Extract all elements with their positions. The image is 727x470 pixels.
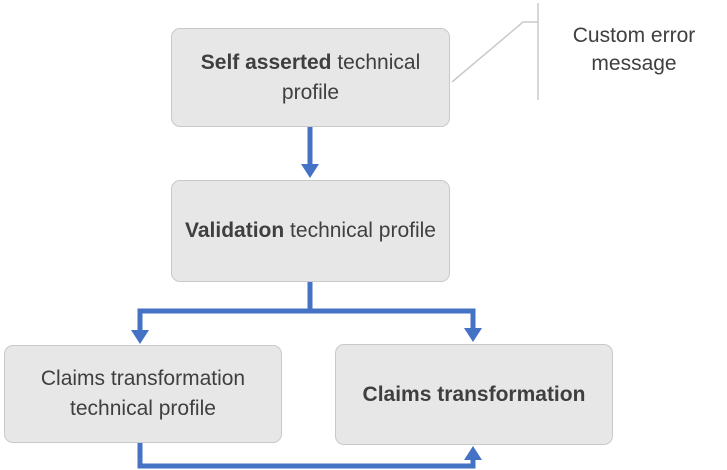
node-claims-transformation-technical-profile: Claims transformation technical profile [4, 345, 282, 443]
arrow-to-claims-tp-head [131, 330, 149, 344]
arrow-claims-tp-to-claims-head [464, 446, 482, 460]
connector-validation-split [137, 308, 476, 332]
callout-leader-line [451, 21, 538, 83]
node-label: Validation technical profile [185, 216, 436, 246]
node-label: Claims transformation technical profile [18, 364, 268, 424]
node-label-bold: Claims transformation [362, 382, 586, 406]
arrow-self-to-validation-head [301, 164, 319, 178]
arrow-to-claims-head [464, 328, 482, 342]
node-label-rest: Claims transformation technical profile [40, 367, 246, 420]
node-claims-transformation: Claims transformation [335, 344, 613, 445]
node-label: Self asserted technical profile [185, 48, 436, 108]
node-label-rest: technical profile [281, 50, 421, 104]
node-label-bold: Validation [185, 219, 285, 242]
node-validation-technical-profile: Validation technical profile [171, 180, 450, 282]
node-label-bold: Self asserted [200, 50, 332, 74]
arrow-claims-tp-to-claims-elbow [137, 443, 476, 469]
node-label-rest: technical profile [284, 219, 436, 242]
node-label: Claims transformation [363, 380, 586, 410]
custom-error-message-annotation: Custom error message [572, 24, 696, 75]
node-self-asserted-technical-profile: Self asserted technical profile [171, 28, 450, 127]
